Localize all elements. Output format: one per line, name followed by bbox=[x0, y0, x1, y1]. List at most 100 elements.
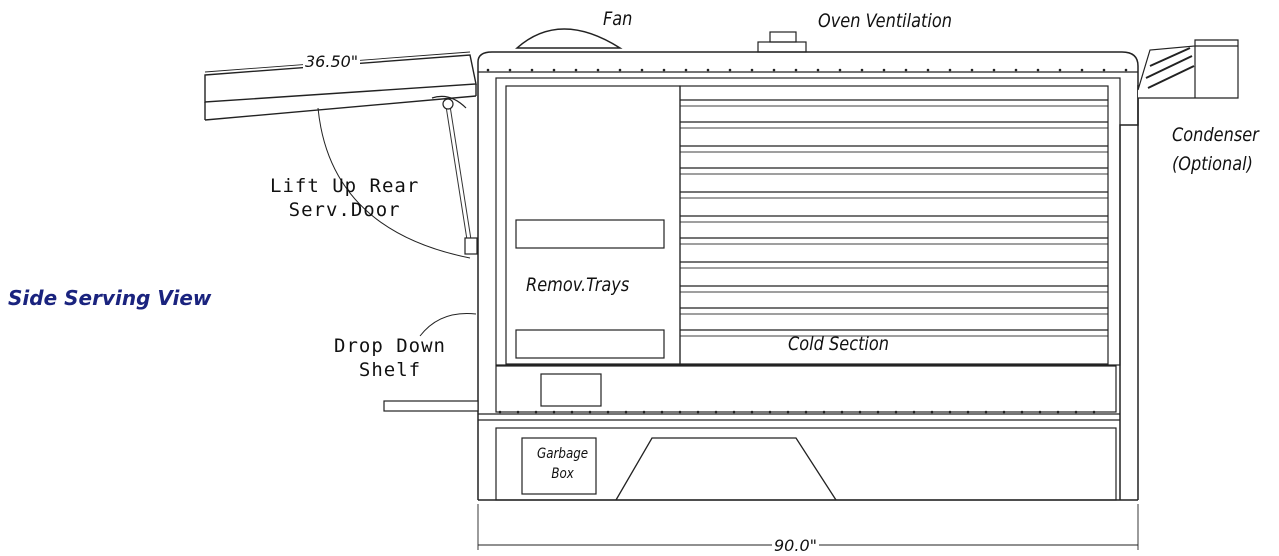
rivet bbox=[642, 410, 646, 414]
rivet bbox=[816, 68, 820, 72]
rivet bbox=[1036, 68, 1040, 72]
trays-compartment bbox=[505, 85, 681, 365]
rivet bbox=[882, 68, 886, 72]
rivet bbox=[570, 410, 574, 414]
rear-door-label: Lift Up Rear Serv.Door bbox=[270, 174, 419, 222]
rivet bbox=[904, 68, 908, 72]
rivet bbox=[1074, 410, 1078, 414]
rivet bbox=[508, 68, 512, 72]
cold-section-frame bbox=[679, 85, 1109, 365]
rivet bbox=[894, 410, 898, 414]
fan-label: Fan bbox=[603, 8, 633, 30]
lower-frame bbox=[495, 427, 1117, 501]
overall-length-dimension: 90.0" bbox=[772, 536, 819, 555]
tray-slot-upper bbox=[515, 219, 665, 249]
rivet bbox=[912, 410, 916, 414]
rivet bbox=[858, 410, 862, 414]
rivet bbox=[660, 410, 664, 414]
lower-rail bbox=[495, 365, 1117, 413]
garbage-line1: Garbage bbox=[537, 446, 589, 462]
rivet bbox=[984, 410, 988, 414]
rivet bbox=[1038, 410, 1042, 414]
drop-shelf-line2: Shelf bbox=[358, 359, 422, 381]
rivet bbox=[750, 68, 754, 72]
rivet bbox=[588, 410, 592, 414]
rivet bbox=[840, 410, 844, 414]
rivet bbox=[750, 410, 754, 414]
door-swing-arc bbox=[317, 107, 471, 259]
cold-section-shelves bbox=[680, 99, 1108, 337]
rivet bbox=[1056, 410, 1060, 414]
rivet bbox=[552, 68, 556, 72]
tray-slot-lower bbox=[515, 329, 665, 359]
rivet bbox=[728, 68, 732, 72]
rivet bbox=[714, 410, 718, 414]
drop-down-shelf bbox=[383, 400, 479, 412]
door-length-dimension: 36.50" bbox=[303, 52, 361, 71]
rivet bbox=[498, 410, 502, 414]
rivet bbox=[876, 410, 880, 414]
rivet bbox=[618, 68, 622, 72]
rivet bbox=[930, 410, 934, 414]
rivet bbox=[860, 68, 864, 72]
rivet bbox=[1124, 68, 1128, 72]
lower-access-panel bbox=[540, 373, 602, 407]
oven-ventilation-label: Oven Ventilation bbox=[818, 10, 952, 32]
rivet bbox=[970, 68, 974, 72]
oven-vent bbox=[757, 31, 807, 53]
rivet bbox=[678, 410, 682, 414]
rivet bbox=[534, 410, 538, 414]
rivet bbox=[706, 68, 710, 72]
rivet bbox=[992, 68, 996, 72]
rivet bbox=[606, 410, 610, 414]
condenser-label: Condenser (Optional) bbox=[1172, 121, 1259, 179]
rivet bbox=[640, 68, 644, 72]
garbage-box-label: Garbage Box bbox=[537, 444, 588, 484]
rivet bbox=[486, 68, 490, 72]
rear-door bbox=[204, 54, 477, 121]
view-title: Side Serving View bbox=[8, 286, 212, 310]
rivet bbox=[516, 410, 520, 414]
rivet bbox=[1092, 410, 1096, 414]
cold-section-label: Cold Section bbox=[788, 333, 890, 355]
condenser bbox=[1137, 39, 1239, 99]
rivet bbox=[1002, 410, 1006, 414]
chassis-cutout bbox=[615, 437, 837, 501]
rivet bbox=[794, 68, 798, 72]
rivet bbox=[838, 68, 842, 72]
rivet bbox=[1014, 68, 1018, 72]
inner-frame bbox=[495, 77, 1121, 366]
rear-door-line2: Serv.Door bbox=[288, 199, 401, 221]
rivet bbox=[596, 68, 600, 72]
rivet bbox=[1020, 410, 1024, 414]
shelf-swing-arc bbox=[419, 312, 477, 337]
rivet bbox=[768, 410, 772, 414]
rivet bbox=[684, 68, 688, 72]
rivet bbox=[948, 68, 952, 72]
gas-strut bbox=[431, 95, 478, 255]
garbage-line2: Box bbox=[551, 466, 574, 482]
rivet bbox=[624, 410, 628, 414]
garbage-box bbox=[521, 437, 597, 495]
rivet bbox=[1058, 68, 1062, 72]
rivet bbox=[574, 68, 578, 72]
trays-label: Remov.Trays bbox=[526, 274, 630, 296]
rivet bbox=[530, 68, 534, 72]
rivet bbox=[966, 410, 970, 414]
condenser-line2: (Optional) bbox=[1172, 153, 1253, 175]
rivet bbox=[1080, 68, 1084, 72]
rivet bbox=[948, 410, 952, 414]
rivet bbox=[1102, 68, 1106, 72]
rivet bbox=[662, 68, 666, 72]
drop-shelf-line1: Drop Down bbox=[334, 335, 446, 357]
rivet bbox=[822, 410, 826, 414]
rivet bbox=[696, 410, 700, 414]
rivet bbox=[552, 410, 556, 414]
rivet bbox=[772, 68, 776, 72]
rear-door-line1: Lift Up Rear bbox=[270, 175, 420, 197]
top-rivets bbox=[486, 68, 1128, 72]
condenser-line1: Condenser bbox=[1172, 124, 1259, 146]
rivet bbox=[926, 68, 930, 72]
rivet bbox=[804, 410, 808, 414]
